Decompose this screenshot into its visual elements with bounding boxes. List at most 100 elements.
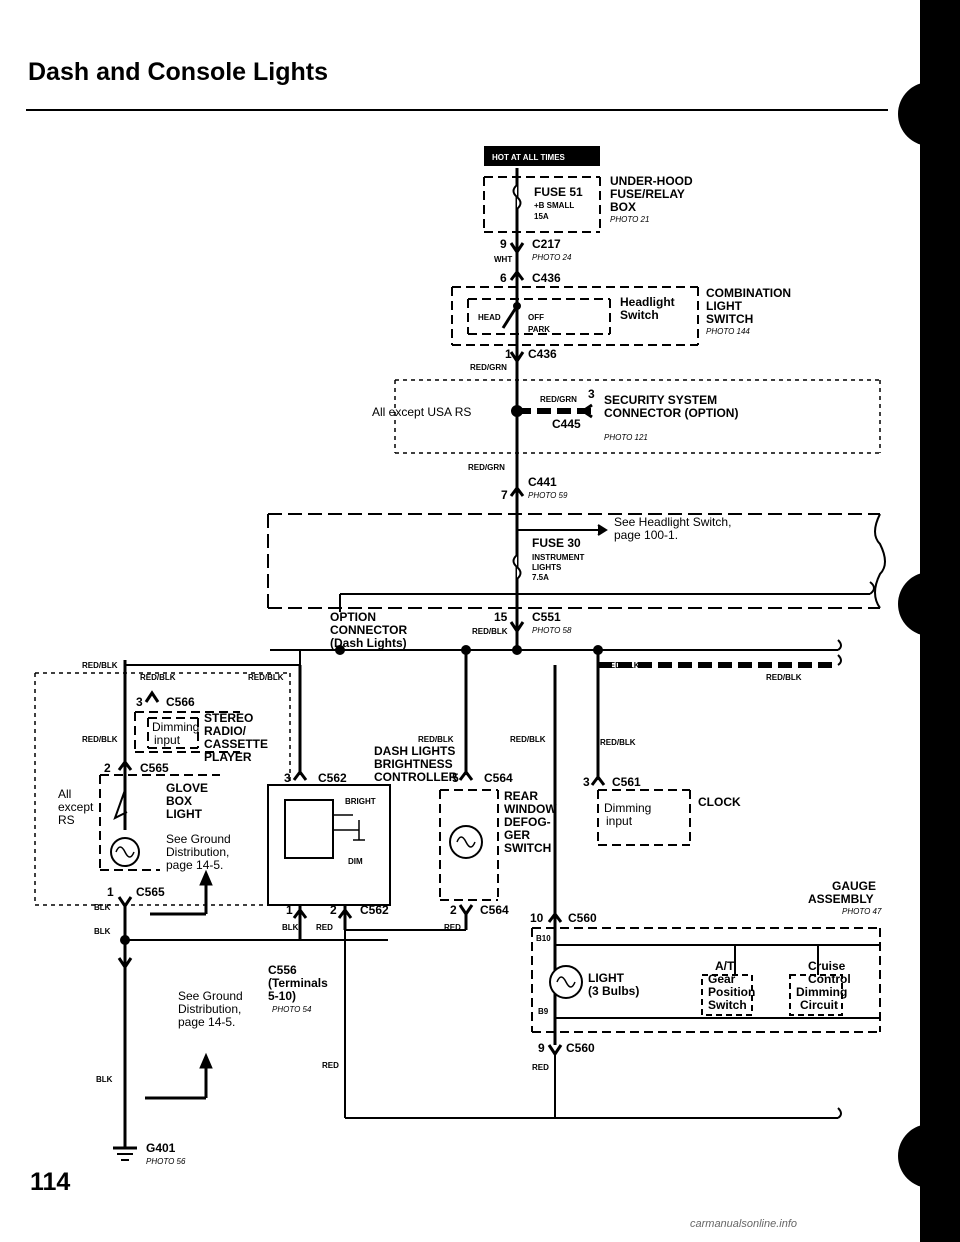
wire-label-red-1: RED [316,923,333,932]
wire-label-red-blk-6: RED/BLK [510,735,546,744]
under-hood-box-name-2: FUSE/RELAY [610,187,685,201]
c565-bottom-name: C565 [136,885,165,899]
c436-top-name: C436 [532,271,561,285]
c562-bottom-pin-a: 1 [286,903,293,917]
c551-connector [509,621,525,634]
b9-pin: B9 [538,1007,549,1016]
combination-switch-name-1: COMBINATION [706,286,791,300]
dash-controller-name-2: BRIGHTNESS [374,757,453,771]
c445-name: C445 [552,417,581,431]
c436-bottom-connector [509,351,525,364]
c566-name: C566 [166,695,195,709]
c217-name: C217 [532,237,561,251]
c561-connector [590,774,606,786]
security-name-1: SECURITY SYSTEM [604,393,717,407]
binder-hole-3 [898,1124,960,1188]
headlight-switch-label-1: Headlight [620,295,675,309]
ground-note-2: Distribution, [178,1002,241,1016]
dim-label: DIM [348,857,363,866]
gauge-name-1: GAUGE [832,879,876,893]
bright-label: BRIGHT [345,797,376,806]
security-splice [511,405,523,417]
watermark: carmanualsonline.info [690,1218,798,1230]
dash-controller-name-1: DASH LIGHTS [374,744,455,758]
c562-connector [292,769,308,781]
rear-defogger-box [439,789,499,901]
fuse-51-name: FUSE 51 [534,185,583,199]
rear-window-name-5: SWITCH [504,841,551,855]
fuse-51-amp: 15A [534,212,549,221]
glove-ground-note-1: See Ground [166,832,231,846]
fuse-30-sub-2: LIGHTS [532,563,562,572]
c441-photo: PHOTO 59 [528,491,568,500]
c565-name: C565 [140,761,169,775]
glove-box-name-1: GLOVE [166,781,208,795]
glove-condition-3: RS [58,813,75,827]
c436-bottom-pin: 1 [505,347,512,361]
page-number: 114 [30,1168,71,1196]
c556-name-1: C556 [268,963,297,977]
at-gear-position-box [701,974,753,1016]
headlight-switch-ref-arrow [597,524,608,536]
wire-label-red-blk-9: RED/BLK [600,738,636,747]
wire-label-blk-1: BLK [94,903,111,912]
gauge-light-label-1: LIGHT [588,971,625,985]
wire-label-red-blk-1: RED/BLK [82,661,118,670]
glove-condition-1: All [58,787,71,801]
dash-lights-dimmer [284,799,334,859]
c217-pin: 9 [500,237,507,251]
glove-box-ground-arrow [199,869,213,886]
fuse-30-box [267,513,880,609]
clock-name: CLOCK [698,795,741,809]
stereo-name-4: PLAYER [204,750,252,764]
c560-bottom-pin: 9 [538,1041,545,1055]
cruise-label-3: Dimming [796,985,847,999]
fuse-30-note-2: page 100-1. [614,528,678,542]
cruise-label-2: Control [808,972,851,986]
dimming-input-box [147,717,199,749]
c217-wire: WHT [494,255,512,264]
page-title: Dash and Console Lights [28,58,329,86]
clock-dimming-input-2: input [606,814,633,828]
binder-hole-1 [898,82,960,146]
c566-connector [144,690,160,703]
b10-pin: B10 [536,934,551,943]
c565-bottom-pin: 1 [107,885,114,899]
g401-photo: PHOTO 56 [146,1157,186,1166]
fuse-30-symbol [512,554,522,580]
c562-name: C562 [318,771,347,785]
c551-wire: RED/BLK [472,627,508,636]
wire-label-red-blk-3: RED/BLK [248,673,284,682]
c562-bottom-name: C562 [360,903,389,917]
c560-top-connector [547,911,563,923]
c566-pin: 3 [136,695,143,709]
c564-connector [458,769,474,781]
wire-label-red-blk-8: RED/BLK [766,673,802,682]
at-gear-label-3: Position [708,985,755,999]
cruise-control-dimming-box [789,974,843,1016]
rear-window-name-3: DEFOG- [504,815,551,829]
wire-label-blk-3: BLK [282,923,299,932]
under-hood-box-photo: PHOTO 21 [610,215,649,224]
under-hood-box-name-3: BOX [610,200,636,214]
c565-connector [117,759,133,771]
dimmer-wiper [333,814,365,841]
glove-box-switch [113,789,128,821]
c436-top-pin: 6 [500,271,507,285]
wire-label-red-3: RED [532,1063,549,1072]
fuse-30-box-right-edge [874,513,886,609]
security-wire: RED/GRN [540,395,577,404]
c560-bottom-name: C560 [566,1041,595,1055]
c564-bottom-connector [458,904,474,917]
c556-photo: PHOTO 54 [272,1005,312,1014]
c436-top-connector [509,269,525,281]
under-hood-fuse-box [483,176,601,233]
stereo-radio-box [134,711,240,753]
wire-label-red-4: RED [322,1061,339,1070]
head-position-label: HEAD [478,313,501,322]
rear-window-name-4: GER [504,828,530,842]
fuse-30-note-1: See Headlight Switch, [614,515,731,529]
c560-top-pin: 10 [530,911,544,925]
glove-box-light-box [99,774,220,871]
c561-name: C561 [612,775,641,789]
